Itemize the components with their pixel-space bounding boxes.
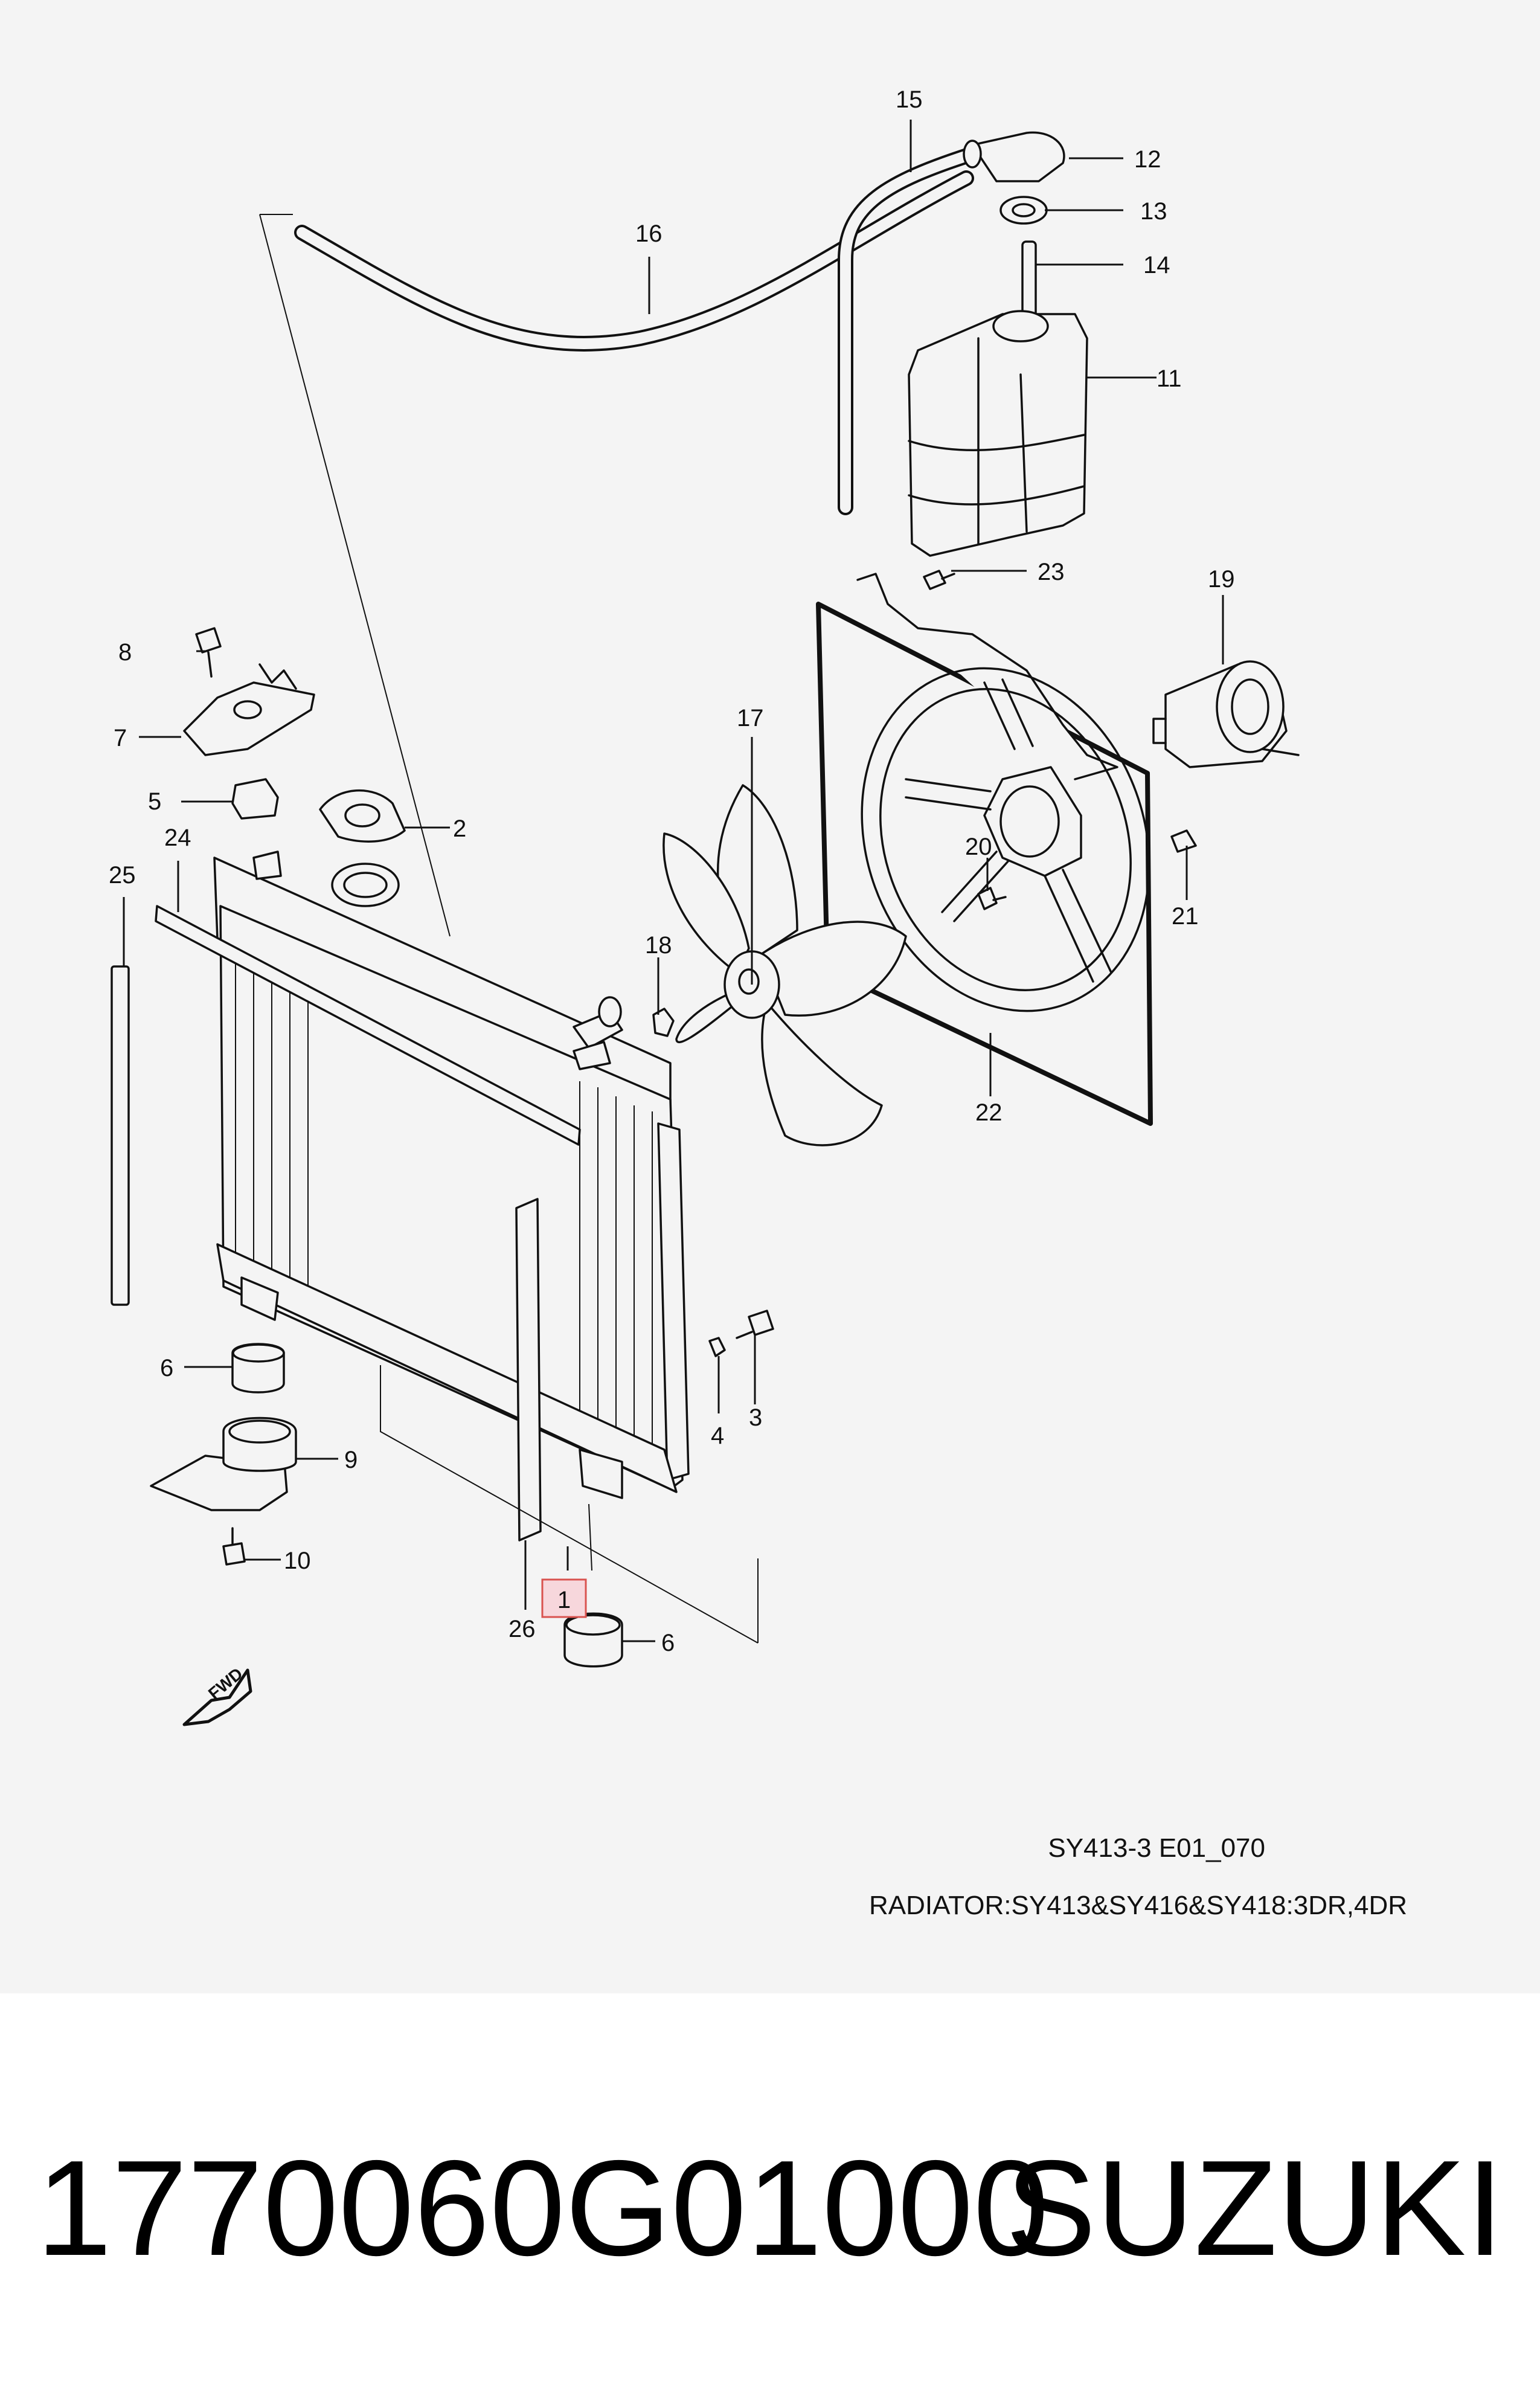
callout-4[interactable]: 4: [711, 1423, 724, 1449]
overflow-hose: [294, 170, 974, 352]
diagram-panel: FWD 1 2 3 4 5: [0, 0, 1540, 1993]
cooling-fan: [663, 784, 907, 1146]
callout-13[interactable]: 13: [1140, 198, 1167, 225]
radiator-exploded-diagram: FWD 1 2 3 4 5: [109, 86, 1300, 1726]
lower-cushion-right: [563, 1612, 623, 1668]
reservoir-hose: [838, 146, 980, 515]
callout-17[interactable]: 17: [737, 705, 764, 731]
radiator-seal-lower: [515, 1198, 542, 1542]
callout-7[interactable]: 7: [114, 725, 127, 751]
fan-nut: [652, 1008, 675, 1037]
callout-22[interactable]: 22: [975, 1099, 1003, 1126]
callout-14[interactable]: 14: [1143, 252, 1170, 278]
callout-16[interactable]: 16: [635, 220, 663, 247]
callout-6-left[interactable]: 6: [160, 1355, 173, 1381]
forward-arrow-icon: FWD: [182, 1664, 252, 1726]
diagram-title: RADIATOR:SY413&SY416&SY418:3DR,4DR: [868, 1891, 1407, 1920]
callout-18[interactable]: 18: [645, 932, 672, 959]
callout-11[interactable]: 11: [1157, 365, 1182, 392]
fan-shroud: [816, 573, 1153, 1126]
assembly-reference-lines: [259, 214, 759, 1644]
callout-19[interactable]: 19: [1208, 566, 1235, 593]
part-number: 1770060G01000: [36, 2132, 1049, 2284]
callout-10[interactable]: 10: [284, 1548, 311, 1574]
callout-6-right[interactable]: 6: [661, 1630, 675, 1656]
fan-motor: [1152, 660, 1300, 768]
shroud-clip: [1170, 829, 1197, 853]
diagram-code: SY413-3 E01_070: [1048, 1833, 1265, 1863]
callout-24[interactable]: 24: [164, 825, 191, 851]
callout-1[interactable]: 1: [557, 1587, 571, 1613]
callout-12[interactable]: 12: [1134, 146, 1161, 173]
reservoir-tank: [908, 310, 1088, 557]
callout-15[interactable]: 15: [896, 86, 923, 113]
callout-8[interactable]: 8: [118, 639, 132, 666]
callout-leaders: [123, 120, 1224, 1642]
upper-cushion: [231, 778, 279, 820]
radiator-seal-side: [111, 965, 130, 1306]
shroud-bolt-23: [923, 570, 955, 590]
radiator-cap-gasket: [319, 789, 406, 843]
radiator-seal-upper: [155, 905, 581, 1146]
lower-cushion-left: [231, 1343, 285, 1394]
callout-2[interactable]: 2: [453, 815, 466, 842]
upper-bracket: [183, 663, 315, 756]
callout-21[interactable]: 21: [1172, 903, 1199, 930]
bracket-bolt: [195, 627, 222, 678]
callout-20[interactable]: 20: [965, 834, 992, 860]
shroud-bolt-20: [977, 887, 1007, 910]
brand-name: SUZUKI: [1005, 2132, 1504, 2284]
highlighted-callout-box[interactable]: [541, 1578, 587, 1618]
lower-bracket: [150, 1416, 297, 1511]
radiator: [213, 850, 690, 1499]
callout-5[interactable]: 5: [148, 788, 161, 815]
reservoir-cap: [963, 131, 1065, 182]
callout-25[interactable]: 25: [109, 862, 136, 889]
lower-bracket-bolt: [222, 1527, 246, 1566]
cap-gasket: [999, 196, 1048, 225]
callout-23[interactable]: 23: [1038, 559, 1065, 585]
callout-9[interactable]: 9: [344, 1447, 358, 1473]
callout-26[interactable]: 26: [509, 1616, 536, 1642]
side-nut: [708, 1337, 726, 1357]
callout-3[interactable]: 3: [749, 1404, 762, 1431]
callout-numbers: 1 2 3 4 5 6 6 7 8 9 10 11 12 13 14 15 16…: [109, 86, 1235, 1656]
side-bolt: [736, 1310, 774, 1339]
